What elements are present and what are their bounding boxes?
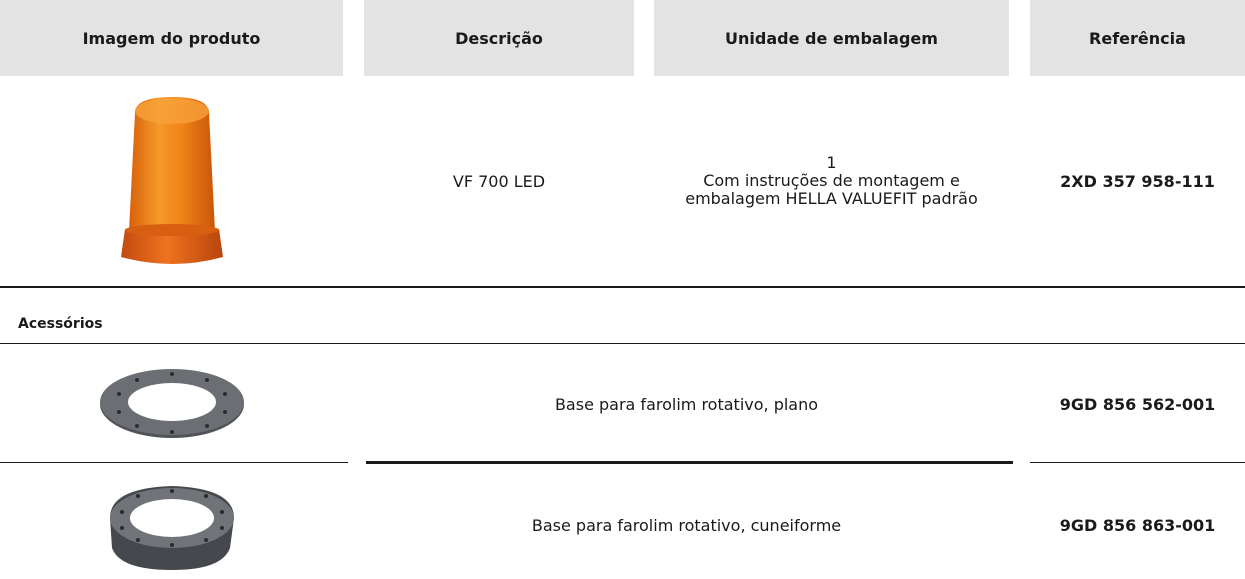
accessories-label: Acessórios [18, 316, 103, 332]
accessory-image-2 [0, 472, 343, 579]
packing-line-2: embalagem HELLA VALUEFIT padrão [685, 189, 978, 208]
accessory-reference-2: 9GD 856 863-001 [1059, 516, 1216, 535]
divider-main [0, 286, 1245, 288]
product-reference: 2XD 357 958-111 [1060, 171, 1215, 191]
header-image: Imagem do produto [0, 0, 343, 76]
product-description: VF 700 LED [452, 171, 546, 191]
packing-quantity: 1 [826, 153, 837, 172]
divider-row-1c [1030, 462, 1245, 463]
flat-base-ring-image [99, 369, 244, 438]
header-reference: Referência [1030, 0, 1245, 76]
header-packing-unit: Unidade de embalagem [654, 0, 1009, 76]
wedge-base-ring-image [109, 485, 234, 570]
divider-accessories [0, 343, 1245, 344]
product-packing-unit: 1 Com instruções de montagem e embalagem… [654, 86, 1009, 276]
divider-row-1a [0, 462, 348, 463]
accessory-reference-1: 9GD 856 562-001 [1059, 394, 1216, 414]
accessory-image-1 [0, 354, 343, 454]
divider-row-1b [366, 461, 1013, 464]
product-image [0, 86, 343, 276]
packing-line-1: Com instruções de montagem e [703, 171, 960, 190]
accessory-description-1: Base para farolim rotativo, plano [554, 394, 819, 414]
accessory-description-2: Base para farolim rotativo, cuneiforme [531, 516, 842, 535]
amber-beacon-light-image [120, 97, 223, 264]
header-description: Descrição [364, 0, 634, 76]
